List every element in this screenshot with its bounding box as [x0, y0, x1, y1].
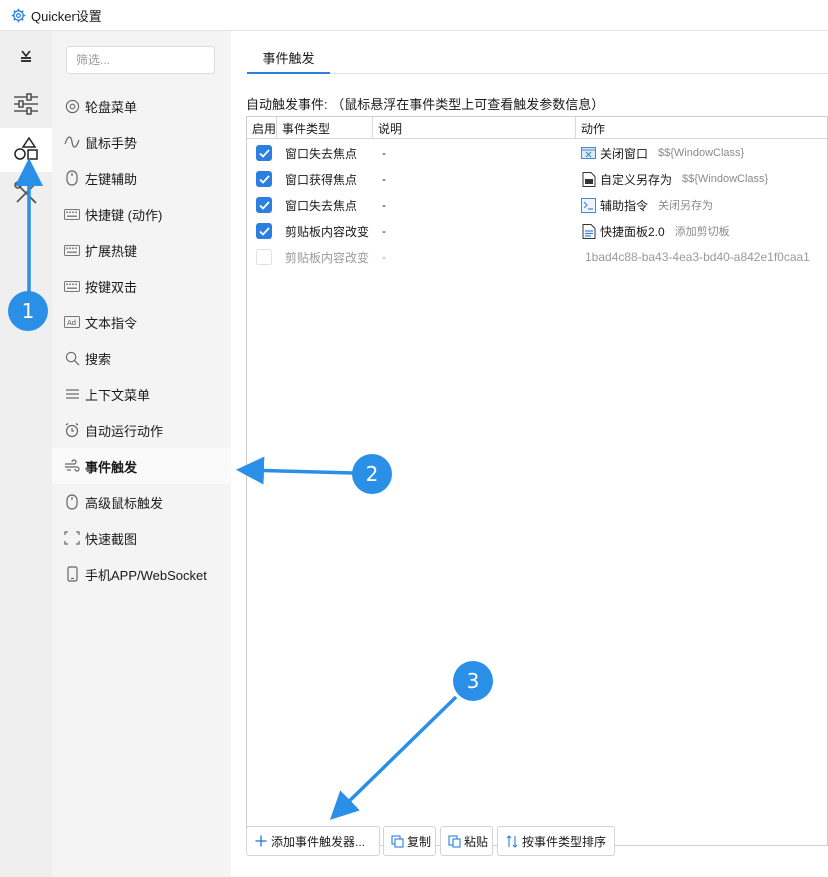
sliders-icon — [13, 92, 39, 118]
description-cell: - — [382, 146, 386, 160]
crop-icon — [64, 530, 80, 546]
nav-item-hotkey-action[interactable]: 快捷键 (动作) — [52, 196, 231, 232]
event-type-cell: 剪贴板内容改变 — [285, 224, 370, 239]
nav-item-extended-hotkey[interactable]: 扩展热键 — [52, 232, 231, 268]
command-icon — [581, 197, 596, 213]
event-trigger-table: 启用 事件类型 说明 动作 窗口失去焦点 - 关闭窗口 $${WindowCla… — [246, 116, 828, 846]
nav-item-quick-screenshot[interactable]: 快速截图 — [52, 520, 231, 556]
action-name: 自定义另存为 — [600, 172, 673, 187]
plus-icon — [254, 834, 268, 848]
description-cell: - — [382, 172, 386, 186]
action-param: 添加剪切板 — [674, 226, 730, 238]
description-cell: - — [382, 224, 386, 238]
nav-item-mobile-websocket[interactable]: 手机APP/WebSocket — [52, 556, 231, 592]
sort-by-type-button[interactable]: 按事件类型排序 — [497, 826, 615, 856]
event-type-cell: 窗口失去焦点 — [285, 146, 358, 161]
nav-item-double-key[interactable]: 按键双击 — [52, 268, 231, 304]
nav-item-text-command[interactable]: Ad 文本指令 — [52, 304, 231, 340]
copy-icon — [391, 834, 404, 848]
shapes-icon — [13, 136, 39, 165]
column-event-type[interactable]: 事件类型 — [277, 117, 373, 139]
title-bar: Quicker设置 — [0, 0, 828, 31]
rail-item-glyph[interactable] — [0, 35, 52, 79]
svg-text:Ad: Ad — [67, 319, 76, 327]
keyboard-icon — [64, 206, 80, 222]
enabled-checkbox[interactable] — [256, 145, 272, 161]
rail-item-tools[interactable] — [0, 172, 52, 216]
wave-icon — [64, 134, 80, 150]
sort-icon — [505, 834, 519, 848]
window-title: Quicker设置 — [31, 8, 102, 24]
column-action[interactable]: 动作 — [581, 121, 606, 136]
action-param: $${WindowClass} — [682, 173, 769, 185]
window-close-icon — [581, 146, 596, 161]
menu-icon — [64, 386, 80, 402]
event-hint: 自动触发事件: （鼠标悬浮在事件类型上可查看触发参数信息） — [246, 97, 605, 112]
phone-icon — [64, 566, 80, 582]
event-type-cell: 窗口获得焦点 — [285, 172, 358, 187]
ad-icon: Ad — [64, 314, 80, 330]
tab-event-trigger[interactable]: 事件触发 — [247, 43, 330, 74]
main-panel: 事件触发 自动触发事件: （鼠标悬浮在事件类型上可查看触发参数信息） 启用 事件… — [231, 31, 828, 877]
keyboard-icon — [64, 242, 80, 258]
gear-icon — [10, 7, 26, 23]
nav-item-left-click-assist[interactable]: 左键辅助 — [52, 160, 231, 196]
paste-button[interactable]: 粘贴 — [440, 826, 493, 856]
mouse-icon — [64, 494, 80, 510]
rail-item-settings[interactable] — [0, 83, 52, 127]
description-cell: - — [382, 250, 386, 264]
enabled-checkbox[interactable] — [256, 197, 272, 213]
wind-icon — [64, 458, 80, 474]
nav-item-wheel-menu[interactable]: 轮盘菜单 — [52, 88, 231, 124]
action-name: 辅助指令 — [600, 198, 649, 213]
enabled-checkbox[interactable] — [256, 223, 272, 239]
action-name: 关闭窗口 — [600, 146, 649, 161]
event-type-cell: 剪贴板内容改变 — [285, 250, 370, 265]
table-row[interactable]: 剪贴板内容改变 - 1bad4c88-ba43-4ea3-bd40-a842e1… — [247, 244, 827, 270]
action-param: 关闭另存为 — [658, 200, 714, 212]
nav-item-search[interactable]: 搜索 — [52, 340, 231, 376]
rail-item-shapes[interactable] — [0, 128, 52, 172]
nav-item-auto-run[interactable]: 自动运行动作 — [52, 412, 231, 448]
add-event-trigger-button[interactable]: 添加事件触发器... — [246, 826, 380, 856]
panel-icon — [581, 223, 596, 239]
search-icon — [64, 350, 80, 366]
alarm-icon — [64, 422, 80, 438]
table-row[interactable]: 窗口获得焦点 - 自定义另存为 $${WindowClass} — [247, 166, 827, 192]
filter-input[interactable] — [66, 46, 215, 74]
tab-bar: 事件触发 — [247, 43, 828, 74]
category-rail — [0, 31, 52, 877]
table-row[interactable]: 窗口失去焦点 - 关闭窗口 $${WindowClass} — [247, 140, 827, 166]
action-param: $${WindowClass} — [658, 147, 745, 159]
column-description[interactable]: 说明 — [373, 117, 576, 139]
action-name: 快捷面板2.0 — [600, 224, 665, 239]
mouse-icon — [64, 170, 80, 186]
tools-icon — [13, 180, 39, 209]
document-icon — [581, 171, 596, 187]
event-type-cell: 窗口失去焦点 — [285, 198, 358, 213]
nav-item-context-menu[interactable]: 上下文菜单 — [52, 376, 231, 412]
nav-item-mouse-gesture[interactable]: 鼠标手势 — [52, 124, 231, 160]
nav-item-advanced-mouse[interactable]: 高级鼠标触发 — [52, 484, 231, 520]
keyboard-icon — [64, 278, 80, 294]
column-enabled[interactable]: 启用 — [247, 117, 277, 139]
nav-item-event-trigger[interactable]: 事件触发 — [52, 448, 231, 484]
glyph-icon — [19, 49, 33, 66]
table-row[interactable]: 剪贴板内容改变 - 快捷面板2.0 添加剪切板 — [247, 218, 827, 244]
table-header: 启用 事件类型 说明 动作 — [247, 117, 827, 139]
table-row[interactable]: 窗口失去焦点 - 辅助指令 关闭另存为 — [247, 192, 827, 218]
settings-nav: 轮盘菜单 鼠标手势 左键辅助 快捷键 (动作) 扩展热键 按键双击 Ad 文本指… — [52, 31, 231, 877]
action-name: 1bad4c88-ba43-4ea3-bd40-a842e1f0caa1 — [585, 250, 810, 264]
copy-button[interactable]: 复制 — [383, 826, 436, 856]
paste-icon — [448, 834, 461, 848]
enabled-checkbox[interactable] — [256, 171, 272, 187]
wheel-icon — [64, 98, 80, 114]
description-cell: - — [382, 198, 386, 212]
enabled-checkbox[interactable] — [256, 249, 272, 265]
